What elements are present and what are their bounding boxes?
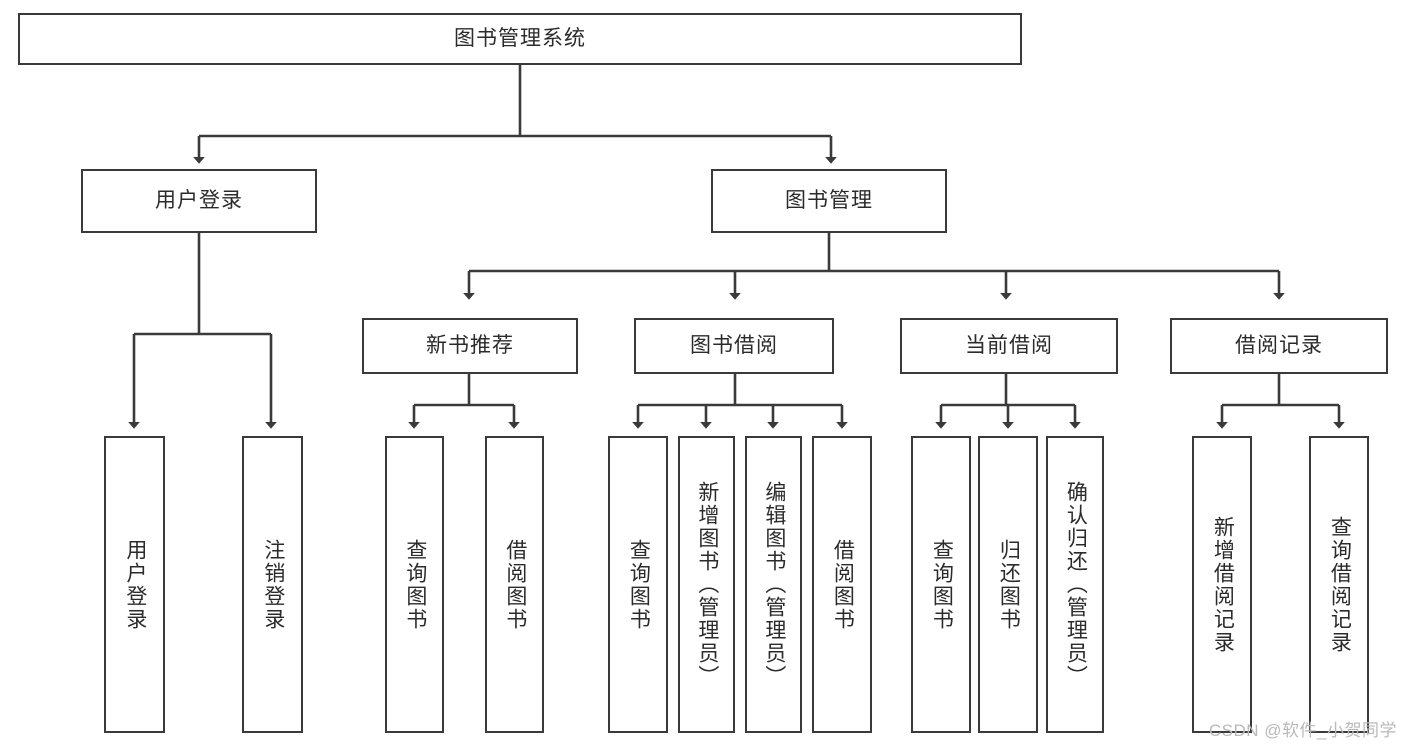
node-label: 图书管理系统 — [454, 27, 586, 51]
node-label: 查询借阅记录 — [1328, 515, 1352, 654]
node-label: 图书管理 — [785, 189, 873, 213]
node-borrowing-records[interactable]: 借阅记录 — [1170, 318, 1388, 374]
leaf-query-books-current[interactable]: 查询图书 — [911, 436, 971, 733]
leaf-add-borrow-record[interactable]: 新增借阅记录 — [1192, 436, 1252, 733]
node-label: 注销登录 — [261, 538, 285, 631]
leaf-borrow-books-new-recommend[interactable]: 借阅图书 — [485, 436, 544, 733]
leaf-return-books[interactable]: 归还图书 — [978, 436, 1038, 733]
node-label: 新书推荐 — [426, 334, 514, 358]
node-label: 当前借阅 — [965, 334, 1053, 358]
node-book-borrowing[interactable]: 图书借阅 — [634, 318, 834, 374]
node-label: 确认归还（管理员） — [1064, 481, 1088, 688]
node-book-management[interactable]: 图书管理 — [711, 169, 947, 233]
leaf-edit-book-admin[interactable]: 编辑图书（管理员） — [745, 436, 802, 733]
node-user-login[interactable]: 用户登录 — [81, 169, 317, 233]
node-label: 用户登录 — [123, 538, 147, 631]
leaf-query-books-borrow[interactable]: 查询图书 — [608, 436, 668, 733]
node-current-borrowing[interactable]: 当前借阅 — [900, 318, 1118, 374]
leaf-query-borrow-record[interactable]: 查询借阅记录 — [1309, 436, 1369, 733]
node-label: 借阅图书 — [503, 538, 527, 631]
leaf-query-books-new-recommend[interactable]: 查询图书 — [385, 436, 444, 733]
node-label: 图书借阅 — [690, 334, 778, 358]
leaf-user-login[interactable]: 用户登录 — [104, 436, 165, 733]
node-label: 查询图书 — [930, 538, 954, 631]
leaf-logout[interactable]: 注销登录 — [242, 436, 303, 733]
node-label: 查询图书 — [627, 538, 651, 631]
node-label: 新增借阅记录 — [1211, 515, 1235, 654]
leaf-confirm-return-admin[interactable]: 确认归还（管理员） — [1046, 436, 1104, 733]
csdn-watermark: CSDN @软件_小贺同学 — [1208, 721, 1397, 740]
node-label: 新增图书（管理员） — [695, 481, 719, 688]
node-label: 编辑图书（管理员） — [762, 481, 786, 688]
node-label: 用户登录 — [155, 189, 243, 213]
node-root-book-management-system[interactable]: 图书管理系统 — [18, 13, 1022, 65]
node-label: 查询图书 — [403, 538, 427, 631]
node-label: 归还图书 — [997, 538, 1021, 631]
node-new-book-recommendation[interactable]: 新书推荐 — [362, 318, 578, 374]
leaf-add-book-admin[interactable]: 新增图书（管理员） — [678, 436, 735, 733]
node-label: 借阅记录 — [1235, 334, 1323, 358]
leaf-borrow-books[interactable]: 借阅图书 — [812, 436, 872, 733]
node-label: 借阅图书 — [831, 538, 855, 631]
